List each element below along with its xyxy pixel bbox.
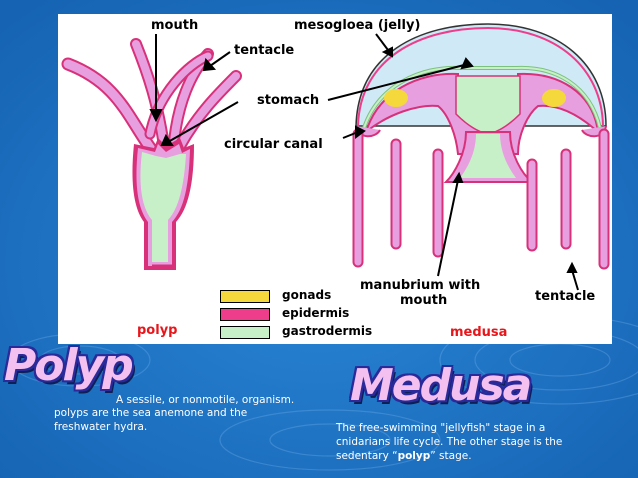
arrow-head	[202, 57, 217, 72]
polyp-caption-line3: freshwater hydra.	[54, 421, 148, 433]
polyp-caption-line2: polyps are the sea anemone and the	[54, 407, 248, 419]
polyp-figure	[61, 38, 242, 270]
medusa-figure	[352, 23, 610, 270]
label-manubrium-line1: manubrium with	[360, 278, 481, 293]
arrow-head	[452, 171, 464, 183]
label-tentacle-top: tentacle	[234, 43, 295, 58]
medusa-caption-line3-bold: polyp	[397, 450, 431, 462]
arrow-tentacle-right	[571, 269, 579, 291]
legend-swatch-gonads	[220, 290, 270, 303]
arrow-manubrium	[437, 179, 459, 277]
arrow-head	[381, 46, 393, 58]
arrow-head	[160, 133, 174, 146]
label-stomach: stomach	[257, 93, 320, 108]
polyp-tentacle	[146, 52, 212, 138]
label-mouth: mouth	[151, 18, 199, 33]
label-polyp: polyp	[137, 323, 178, 338]
medusa-caption-line3-pre: sedentary “	[336, 450, 398, 462]
label-medusa: medusa	[450, 325, 508, 340]
medusa-gonad	[384, 89, 408, 107]
arrow-tentacle	[209, 51, 231, 67]
medusa-caption-line2: cnidarians life cycle. The other stage i…	[336, 436, 563, 448]
label-mesogloea: mesogloea (jelly)	[294, 18, 421, 33]
medusa-title: Medusa	[350, 360, 532, 411]
polyp-tentacle	[176, 72, 240, 150]
polyp-tentacle	[132, 40, 168, 150]
legend-label-gonads: gonads	[282, 288, 332, 302]
medusa-caption-line3: sedentary “polyp” stage.	[336, 449, 472, 463]
arrow-head	[149, 109, 163, 123]
polyp-gastrodermis	[140, 152, 186, 262]
arrow-stomach-medusa	[327, 63, 469, 101]
medusa-gonad	[542, 89, 566, 107]
pointer-arrows	[149, 33, 579, 291]
legend-swatch-epidermis	[220, 308, 270, 321]
polyp-caption-line1: A sessile, or nonmotile, organism.	[116, 394, 295, 406]
polyp-tentacle	[63, 59, 161, 161]
medusa-caption-line3-post: ” stage.	[430, 450, 472, 462]
cnidarian-diagram	[61, 23, 610, 291]
polyp-title: Polyp	[4, 340, 134, 391]
label-circular-canal: circular canal	[224, 137, 323, 152]
arrow-head	[355, 125, 366, 139]
legend-swatch-gastrodermis	[220, 326, 270, 339]
medusa-manubrium-gastrodermis	[460, 134, 516, 178]
label-manubrium-line2: mouth	[400, 293, 448, 308]
legend-label-gastrodermis: gastrodermis	[282, 324, 373, 338]
arrow-stomach	[167, 101, 239, 143]
medusa-caption-line1: The free-swimming "jellyfish" stage in a	[336, 422, 546, 434]
medusa-epidermis	[357, 26, 604, 127]
arrow-head	[566, 261, 578, 273]
legend-label-epidermis: epidermis	[282, 306, 350, 320]
arrow-head	[460, 57, 474, 70]
diagram-panel: mouth mesogloea (jelly) tentacle stomach…	[58, 14, 612, 344]
arrow-mesogloea	[375, 33, 389, 51]
label-tentacle-right: tentacle	[535, 289, 596, 304]
